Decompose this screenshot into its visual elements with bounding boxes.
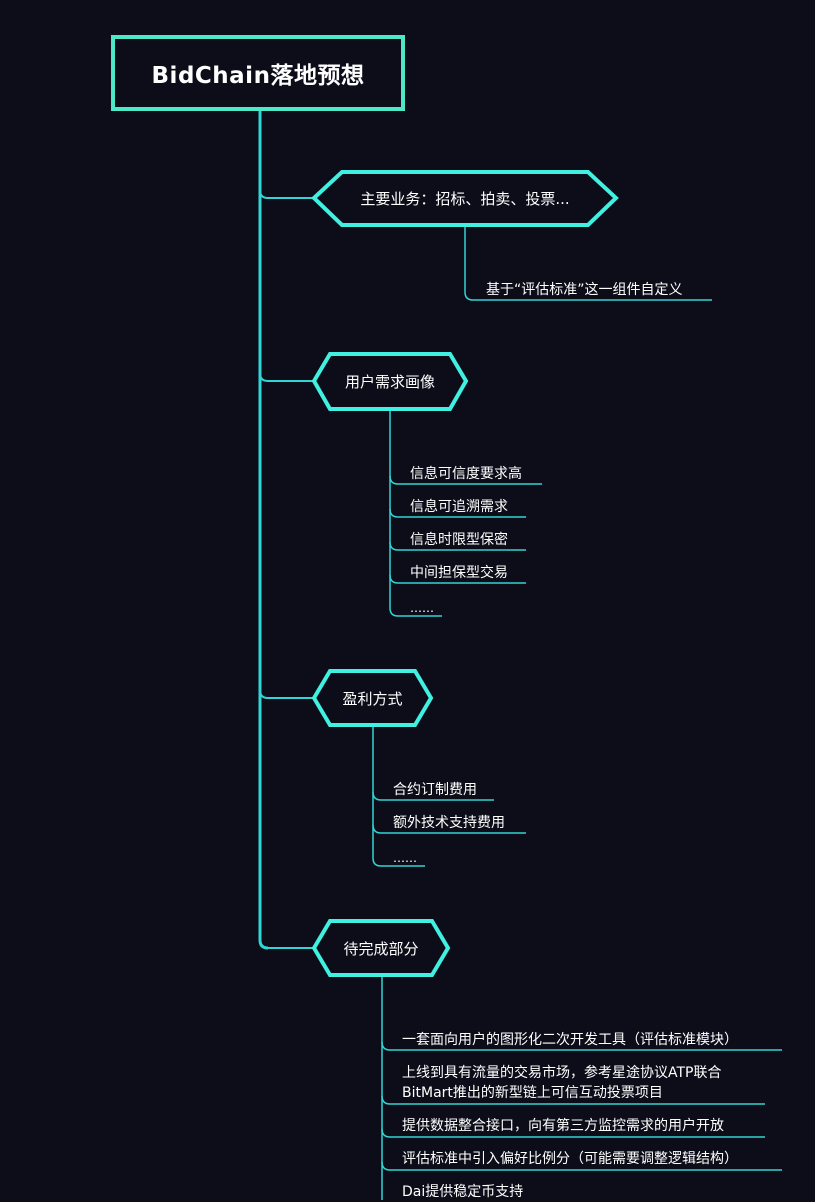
branch-label-main-business[interactable]: 主要业务：招标、拍卖、投票... <box>360 189 570 208</box>
leaf-item[interactable]: Dai提供稳定币支持 <box>402 1184 524 1200</box>
leaf-item[interactable]: 评估标准中引入偏好比例分（可能需要调整逻辑结构） <box>402 1151 738 1167</box>
leaf-line-3-1 <box>372 791 494 801</box>
branch-connector-4 <box>259 939 314 949</box>
leaf-item[interactable]: 提供数据整合接口，向有第三方监控需求的用户开放 <box>402 1118 724 1134</box>
leaf-item[interactable]: …… <box>393 851 417 865</box>
branch-connector-3 <box>259 689 314 699</box>
leaf-line-2-4 <box>389 574 526 584</box>
leaf-item[interactable]: 额外技术支持费用 <box>393 815 505 831</box>
leaf-item-line1[interactable]: 上线到具有流量的交易市场，参考星途协议ATP联合 <box>402 1065 722 1081</box>
leaf-line-4-1 <box>381 1041 782 1051</box>
branch-connector-2 <box>259 372 314 382</box>
hex-node-4 <box>311 919 451 977</box>
leaf-item-line2[interactable]: BitMart推出的新型链上可信互动投票项目 <box>402 1085 663 1101</box>
root-title: BidChain落地预想 <box>151 63 365 89</box>
branch-label-profit[interactable]: 盈利方式 <box>342 689 403 708</box>
leaf-item[interactable]: 信息可信度要求高 <box>410 466 522 482</box>
branch2-stem <box>389 411 399 617</box>
leaf-item[interactable]: 一套面向用户的图形化二次开发工具（评估标准模块） <box>402 1032 738 1048</box>
leaf-line-3-2 <box>372 824 526 834</box>
hex-node-2 <box>311 352 469 411</box>
leaf-item[interactable]: 合约订制费用 <box>393 782 477 798</box>
leaf-line-2-1 <box>389 475 542 485</box>
leaf-line-4-2 <box>381 1095 765 1105</box>
branch-label-todo[interactable]: 待完成部分 <box>343 939 419 958</box>
hex-node-3 <box>311 669 434 727</box>
branch-connector-1 <box>259 189 314 199</box>
leaf-line-2-3 <box>389 541 526 551</box>
branch3-stem <box>372 727 382 867</box>
root-node[interactable]: BidChain落地预想 <box>111 35 405 111</box>
leaf-line-2-2 <box>389 508 526 518</box>
leaf-line-1-1 <box>464 227 712 301</box>
leaf-item[interactable]: 信息可追溯需求 <box>410 499 508 515</box>
leaf-item[interactable]: 基于“评估标准”这一组件自定义 <box>486 282 683 298</box>
leaf-line-4-4 <box>381 1161 782 1171</box>
leaf-line-4-3 <box>381 1128 765 1138</box>
main-spine-line <box>258 111 269 950</box>
leaf-item[interactable]: 中间担保型交易 <box>410 565 508 581</box>
leaf-item[interactable]: …… <box>410 601 434 615</box>
branch-label-user-needs[interactable]: 用户需求画像 <box>344 372 435 391</box>
hex-node-1 <box>311 170 619 227</box>
leaf-item[interactable]: 信息时限型保密 <box>410 532 508 548</box>
